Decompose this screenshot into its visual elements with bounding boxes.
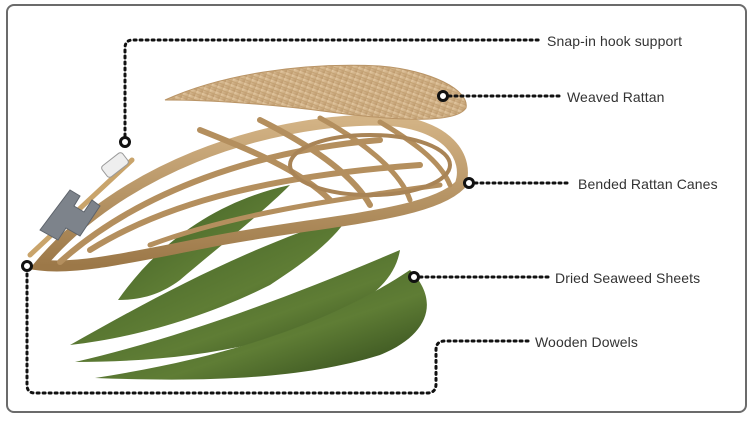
anchor-canes: [465, 179, 474, 188]
anchor-seaweed: [410, 273, 419, 282]
label-dowels: Wooden Dowels: [535, 334, 638, 350]
rattan-cane-shell: [40, 118, 462, 266]
label-weaved-rattan: Weaved Rattan: [567, 89, 665, 105]
label-rattan-canes: Bended Rattan Canes: [578, 176, 718, 192]
weaved-rattan-panel: [165, 65, 466, 119]
anchor-weaved: [439, 92, 448, 101]
label-seaweed: Dried Seaweed Sheets: [555, 270, 700, 286]
anchor-hook: [121, 138, 130, 147]
anchor-dowels: [23, 262, 32, 271]
label-hook-support: Snap-in hook support: [547, 33, 682, 49]
